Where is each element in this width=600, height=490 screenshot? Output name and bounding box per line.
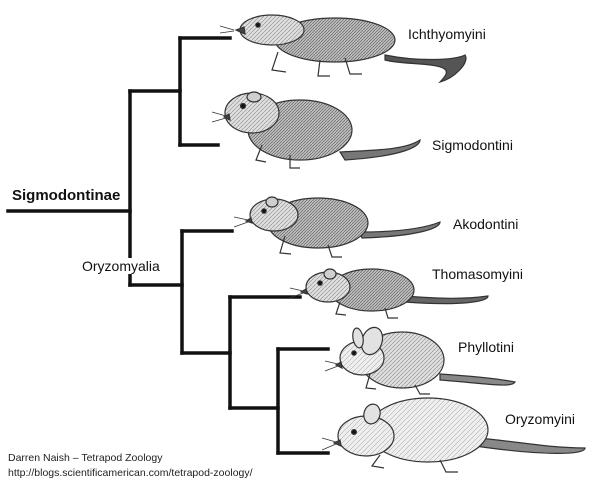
tree-branches xyxy=(6,36,330,455)
leaf-eared-mouse-icon xyxy=(324,326,516,395)
taxon-label-thomasomyini: Thomasomyini xyxy=(432,266,524,282)
credit-author: Darren Naish – Tetrapod Zoology xyxy=(8,452,163,464)
cotton-rat-icon xyxy=(211,91,421,169)
forest-mouse-icon xyxy=(289,268,489,319)
taxon-label-sigmodontini: Sigmodontini xyxy=(432,137,513,153)
root-label: Sigmodontinae xyxy=(12,187,121,204)
taxon-label-akodontini: Akodontini xyxy=(453,216,519,232)
clade-label: Oryzomyalia xyxy=(80,258,162,274)
credit-url: http://blogs.scientificamerican.com/tetr… xyxy=(8,467,253,479)
taxon-label-oryzomyini: Oryzomyini xyxy=(505,411,576,427)
taxon-label-ichthyomyini: Ichthyomyini xyxy=(408,26,486,42)
taxon-label-phyllotini: Phyllotini xyxy=(458,339,515,355)
water-rat-icon xyxy=(219,14,467,84)
rice-rat-icon xyxy=(321,397,586,473)
grass-mouse-icon xyxy=(233,196,441,258)
